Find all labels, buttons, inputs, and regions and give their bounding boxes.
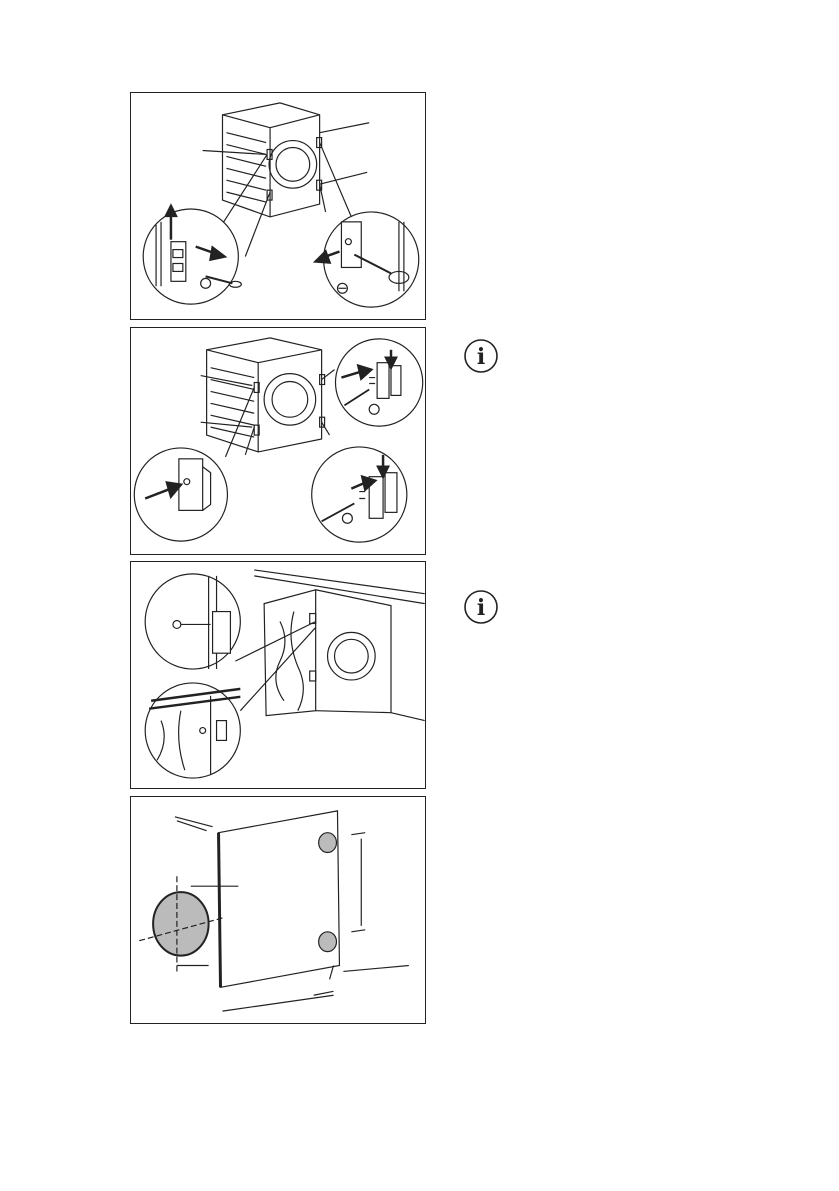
door-hinge-illustration: [131, 562, 425, 788]
svg-text:i: i: [477, 595, 485, 621]
information-icon: i: [463, 589, 499, 625]
figure-door-hinge: [130, 561, 426, 789]
figure-hinge-removal: [130, 92, 426, 320]
figure-hinge-fitting: [130, 327, 426, 555]
figure-door-measurement: [130, 796, 426, 1024]
information-icon: i: [463, 338, 499, 374]
door-measurement-illustration: [131, 797, 425, 1023]
svg-text:i: i: [477, 344, 485, 370]
hinge-removal-illustration: [131, 93, 425, 319]
hinge-fitting-illustration: [131, 328, 425, 554]
